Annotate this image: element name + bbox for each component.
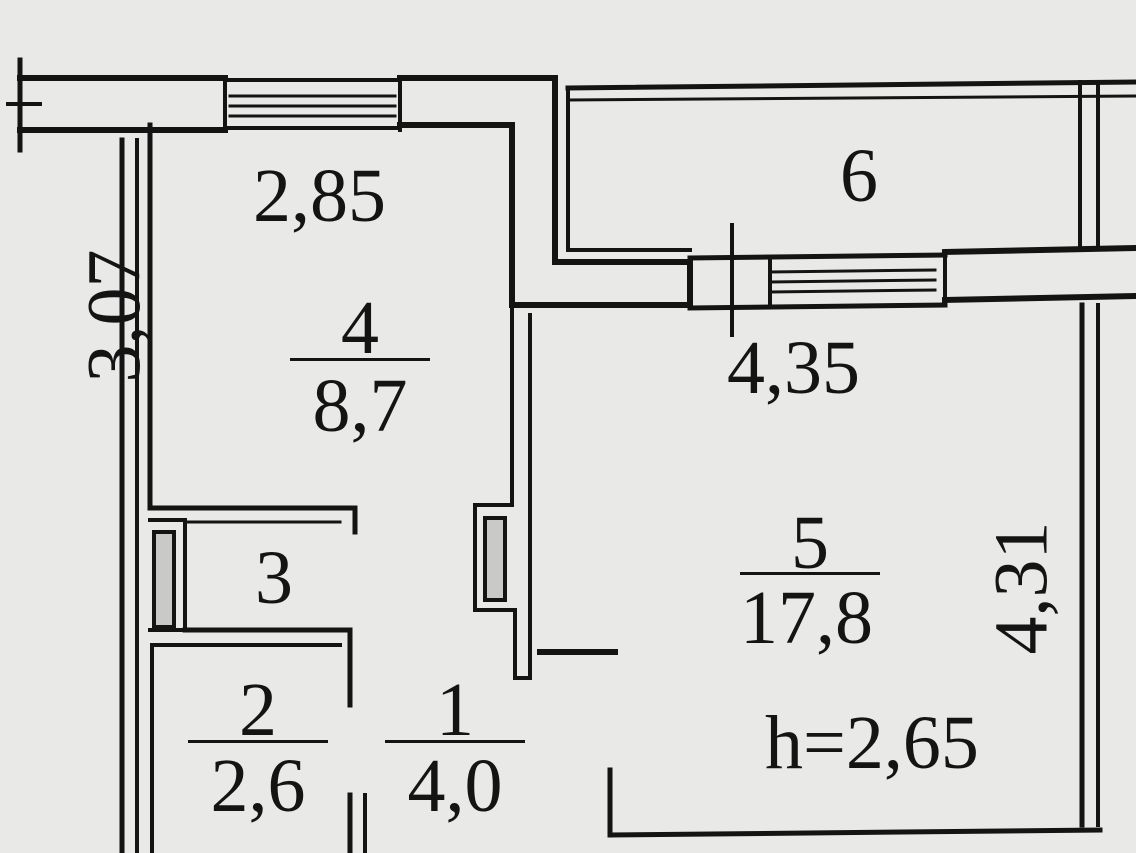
room4-number: 4 [341, 286, 379, 370]
wall-room3 [147, 505, 358, 708]
wall-room2 [150, 643, 367, 853]
room5-length-dimension: 4,31 [979, 521, 1064, 655]
exterior-wall-left [119, 122, 153, 853]
room1-fraction-line [385, 740, 525, 743]
room5-number: 5 [791, 501, 829, 585]
room4-fraction-line [290, 358, 430, 361]
room4-length-dimension: 3,07 [72, 249, 157, 383]
exterior-wall-step [397, 75, 693, 308]
room2-number: 2 [239, 668, 277, 752]
window-room4 [223, 76, 402, 132]
partition-room4-room5 [473, 303, 618, 680]
wall-right-room5 [1079, 302, 1100, 828]
room4-area: 8,7 [312, 364, 408, 448]
window-room5 [687, 223, 948, 337]
room5-area: 17,8 [740, 576, 873, 660]
room3-number: 3 [255, 536, 293, 620]
room1-number: 1 [436, 668, 474, 752]
exterior-wall-right [941, 244, 1136, 304]
room2-fraction-line [188, 740, 328, 743]
room2-area: 2,6 [210, 744, 306, 828]
exterior-wall-top-left [6, 57, 228, 153]
room1-area: 4,0 [407, 744, 503, 828]
wall-bottom [607, 767, 1103, 838]
ceiling-height-label: h=2,65 [765, 701, 979, 785]
room4-width-dimension: 2,85 [253, 154, 386, 238]
room5-width-dimension: 4,35 [727, 326, 860, 410]
room6-number: 6 [840, 134, 878, 218]
room5-fraction-line [740, 572, 880, 575]
balcony-outline [565, 79, 1136, 252]
